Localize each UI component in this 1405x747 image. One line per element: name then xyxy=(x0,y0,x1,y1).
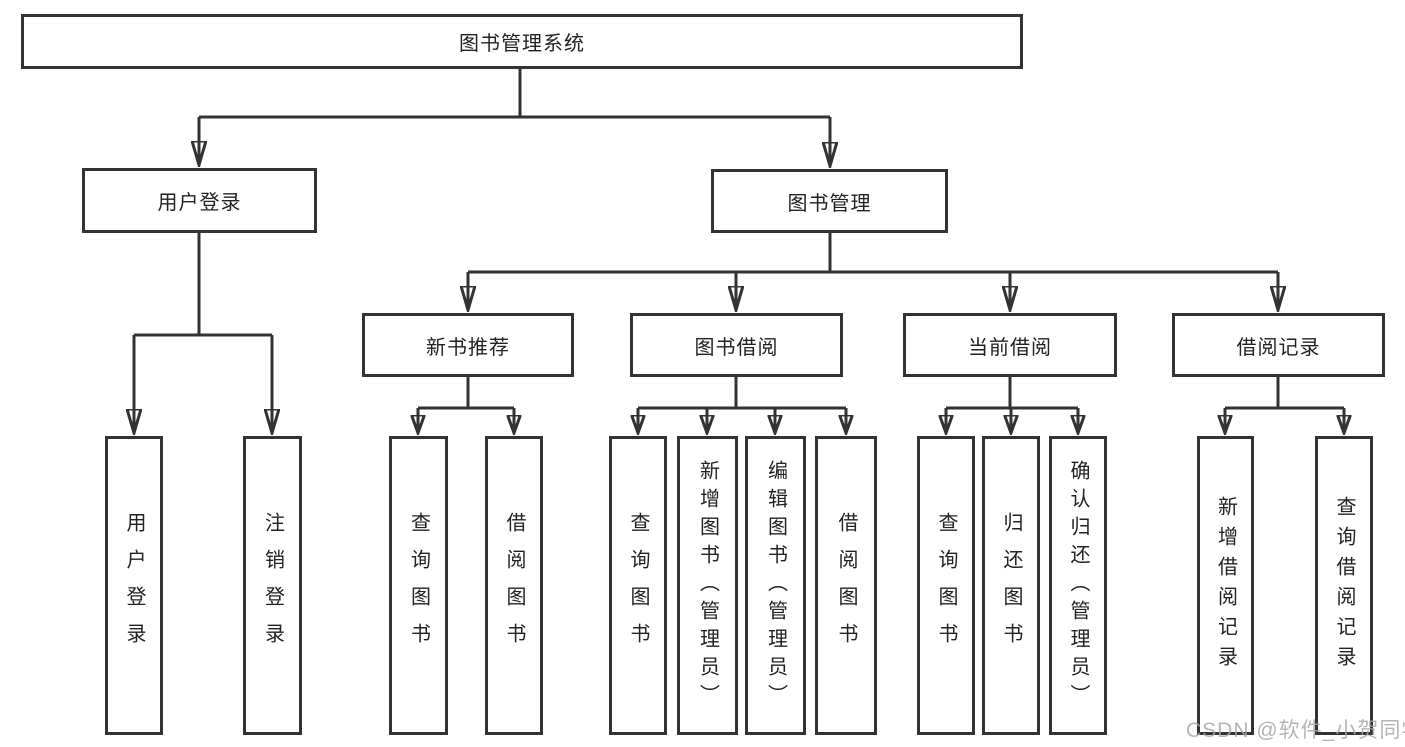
node-root-label: 图书管理系统 xyxy=(459,33,585,55)
connector-newbook-children xyxy=(418,377,514,433)
leaf-borrowing-query: 查询图书 xyxy=(609,436,667,735)
node-book-borrowing-label: 图书借阅 xyxy=(694,336,779,359)
leaf-current-confirm-admin-label: 确认归还（管理员） xyxy=(1067,459,1089,712)
leaf-user-login-label: 用户登录 xyxy=(123,511,145,660)
node-book-borrowing: 图书借阅 xyxy=(630,313,843,377)
node-current-borrowing: 当前借阅 xyxy=(903,313,1117,377)
leaf-borrowing-edit-admin-label: 编辑图书（管理员） xyxy=(764,459,787,712)
leaf-borrowing-add-admin-label: 新增图书（管理员） xyxy=(696,459,719,712)
leaf-newbook-query: 查询图书 xyxy=(389,436,448,735)
connector-records-children xyxy=(1225,377,1344,433)
node-user-login: 用户登录 xyxy=(82,168,317,233)
node-user-login-label: 用户登录 xyxy=(157,192,242,214)
leaf-newbook-borrow: 借阅图书 xyxy=(485,436,543,735)
leaf-current-return: 归还图书 xyxy=(982,436,1040,735)
leaf-borrowing-borrow: 借阅图书 xyxy=(815,436,877,735)
leaf-current-query-label: 查询图书 xyxy=(935,511,957,660)
node-root: 图书管理系统 xyxy=(21,14,1023,69)
leaf-newbook-query-label: 查询图书 xyxy=(407,511,430,660)
node-new-book-recommend-label: 新书推荐 xyxy=(426,336,510,359)
connector-current-children xyxy=(946,377,1078,433)
connector-management-to-level3 xyxy=(468,233,1278,309)
leaf-borrowing-borrow-label: 借阅图书 xyxy=(835,511,857,660)
node-current-borrowing-label: 当前借阅 xyxy=(968,336,1052,359)
leaf-borrowing-edit-admin: 编辑图书（管理员） xyxy=(745,436,806,735)
leaf-records-add: 新增借阅记录 xyxy=(1197,436,1254,735)
leaf-borrowing-query-label: 查询图书 xyxy=(627,511,649,660)
node-book-management: 图书管理 xyxy=(711,169,948,233)
connector-borrowing-children xyxy=(638,377,846,433)
leaf-logout-label: 注销登录 xyxy=(261,511,284,660)
leaf-current-confirm-admin: 确认归还（管理员） xyxy=(1049,436,1107,735)
leaf-records-query-label: 查询借阅记录 xyxy=(1333,495,1355,676)
leaf-records-add-label: 新增借阅记录 xyxy=(1214,495,1237,676)
leaf-records-query: 查询借阅记录 xyxy=(1315,436,1373,735)
leaf-user-login: 用户登录 xyxy=(105,436,163,735)
leaf-borrowing-add-admin: 新增图书（管理员） xyxy=(677,436,738,735)
leaf-logout: 注销登录 xyxy=(243,436,302,735)
leaf-current-query: 查询图书 xyxy=(917,436,975,735)
node-new-book-recommend: 新书推荐 xyxy=(362,313,574,377)
node-borrowing-records: 借阅记录 xyxy=(1172,313,1385,377)
leaf-newbook-borrow-label: 借阅图书 xyxy=(503,511,525,660)
node-borrowing-records-label: 借阅记录 xyxy=(1236,336,1321,359)
connector-root-to-level2 xyxy=(199,69,830,165)
node-book-management-label: 图书管理 xyxy=(787,192,872,215)
connector-login-children xyxy=(134,233,272,432)
leaf-current-return-label: 归还图书 xyxy=(1000,511,1022,660)
csdn-watermark: CSDN @软件_小贺同学 xyxy=(1186,719,1405,742)
